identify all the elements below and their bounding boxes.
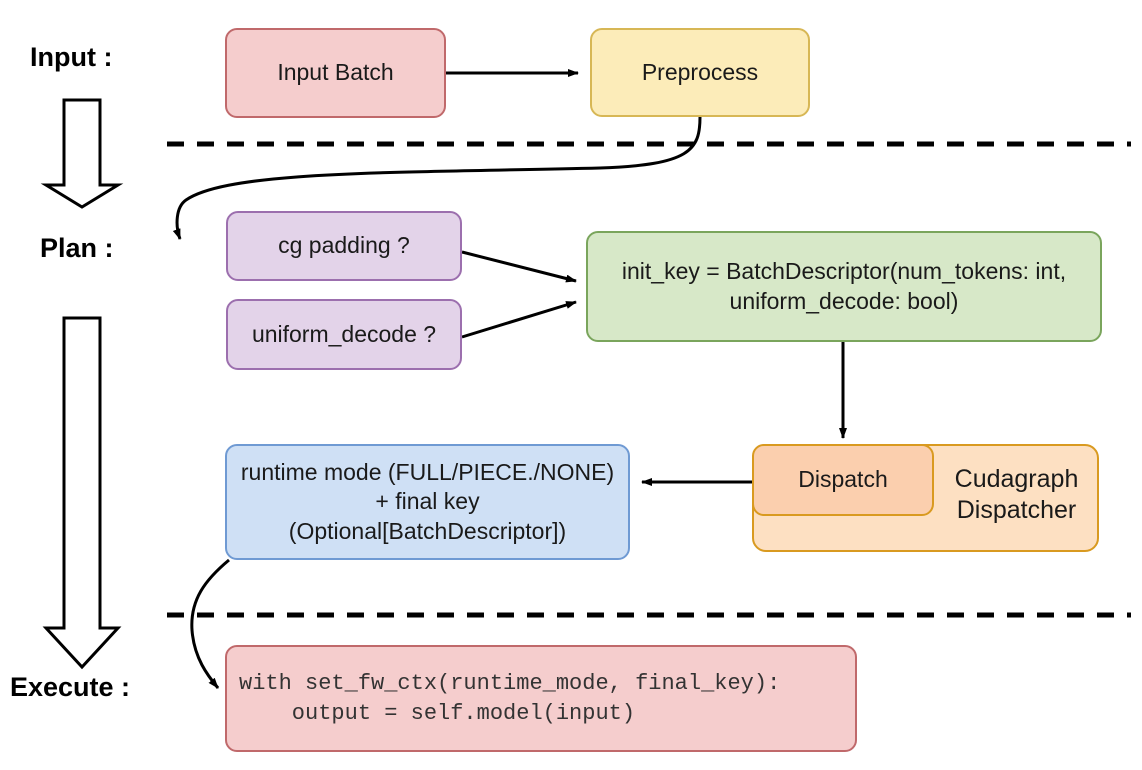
connector-cg-padding-to-init-key [461,250,577,283]
stage-label-input: Input : [30,42,113,72]
cudagraph-dispatcher-label: Cudagraph Dispatcher [954,465,1079,524]
input-to-plan-arrow [40,98,124,209]
node-execute-code[interactable]: with set_fw_ctx(runtime_mode, final_key)… [225,645,857,752]
stage-label-plan: Plan : [40,233,114,263]
node-dispatch[interactable]: Dispatch [752,444,934,516]
connector-uniform-decode-to-init-key [461,300,577,339]
node-init-key[interactable]: init_key = BatchDescriptor(num_tokens: i… [586,231,1102,342]
plan-to-execute-arrow [42,316,122,670]
connector-runtime-mode-to-execute-code [190,558,230,689]
node-input-batch[interactable]: Input Batch [225,28,446,118]
node-preprocess[interactable]: Preprocess [590,28,810,117]
node-cg-padding[interactable]: cg padding ? [226,211,462,281]
stage-label-execute: Execute : [10,672,131,702]
node-uniform-decode[interactable]: uniform_decode ? [226,299,462,370]
node-runtime-mode[interactable]: runtime mode (FULL/PIECE./NONE) + final … [225,444,630,560]
